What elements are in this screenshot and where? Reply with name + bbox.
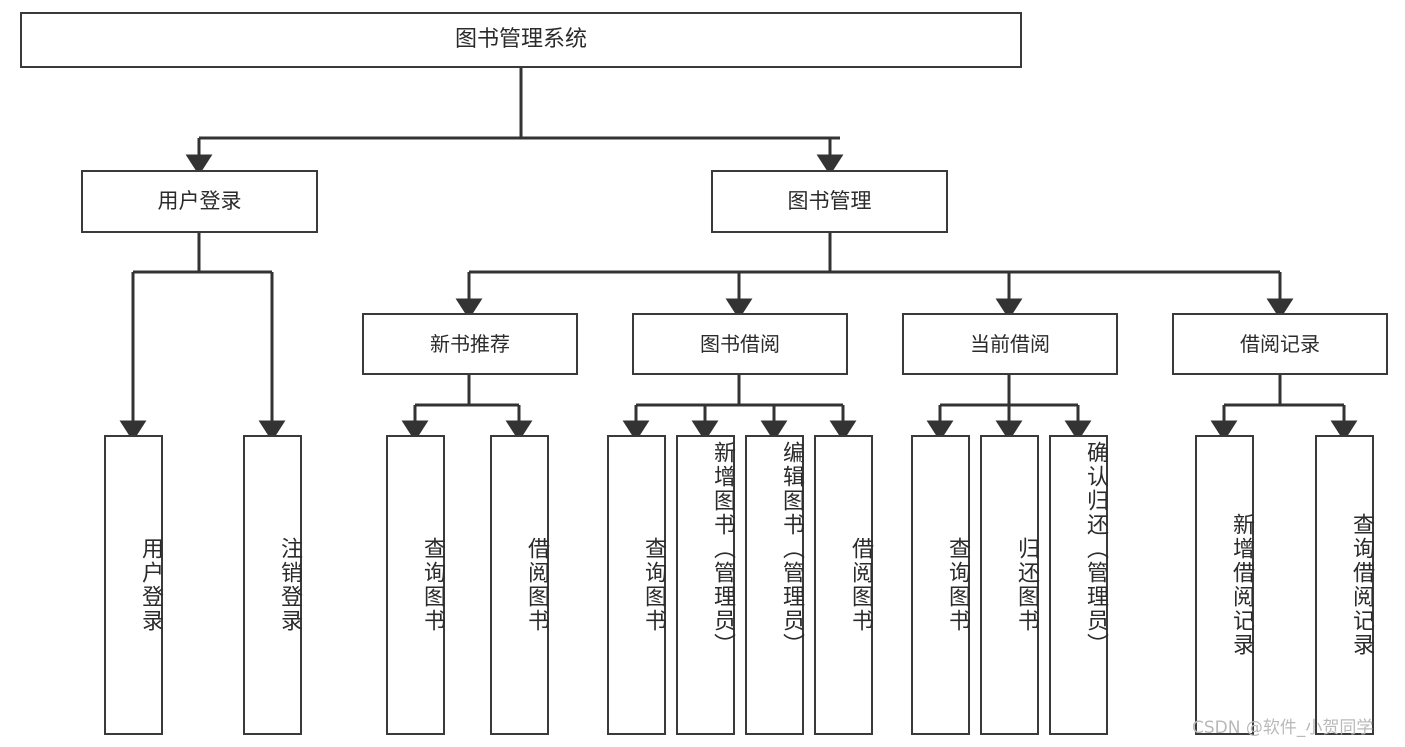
node-leaf-borrow-book-recommend-label: 借阅图书 [524, 537, 549, 633]
node-new-book-recommend-label: 新书推荐 [430, 331, 510, 356]
node-leaf-confirm-return-admin-label: 确认归还（管理员） [1083, 441, 1108, 657]
node-leaf-query-book-borrow-label: 查询图书 [641, 537, 666, 633]
node-leaf-query-book-recommend-label: 查询图书 [420, 537, 445, 633]
node-leaf-add-borrow-record-label: 新增借阅记录 [1229, 513, 1254, 657]
node-root-label: 图书管理系统 [454, 27, 587, 53]
node-leaf-user-login-label: 用户登录 [138, 537, 163, 633]
node-leaf-return-book[interactable]: 归还图书 [980, 435, 1039, 735]
node-user-login-label: 用户登录 [157, 189, 242, 214]
node-book-borrow-label: 图书借阅 [700, 331, 780, 356]
node-leaf-return-book-label: 归还图书 [1014, 537, 1039, 633]
node-leaf-query-book-borrow[interactable]: 查询图书 [607, 435, 666, 735]
node-borrow-record-label: 借阅记录 [1240, 331, 1320, 356]
node-root-book-management-system[interactable]: 图书管理系统 [20, 12, 1022, 68]
node-new-book-recommend[interactable]: 新书推荐 [362, 313, 578, 375]
node-leaf-borrow-book-label: 借阅图书 [848, 537, 873, 633]
node-leaf-logout-label: 注销登录 [277, 537, 302, 633]
node-leaf-add-book-admin-label: 新增图书（管理员） [710, 441, 735, 657]
csdn-watermark: CSDN @软件_小贺同学 [1192, 718, 1374, 738]
node-leaf-query-book-recommend[interactable]: 查询图书 [386, 435, 445, 735]
node-leaf-query-borrow-record-label: 查询借阅记录 [1349, 513, 1374, 657]
node-book-borrow[interactable]: 图书借阅 [632, 313, 848, 375]
node-leaf-logout[interactable]: 注销登录 [243, 435, 302, 735]
node-leaf-query-borrow-record[interactable]: 查询借阅记录 [1315, 435, 1374, 735]
node-leaf-user-login[interactable]: 用户登录 [104, 435, 163, 735]
node-user-login[interactable]: 用户登录 [81, 170, 318, 233]
node-leaf-edit-book-admin[interactable]: 编辑图书（管理员） [745, 435, 804, 735]
node-current-borrow-label: 当前借阅 [970, 331, 1050, 356]
node-leaf-edit-book-admin-label: 编辑图书（管理员） [779, 441, 804, 657]
node-leaf-borrow-book-recommend[interactable]: 借阅图书 [490, 435, 549, 735]
node-book-management-label: 图书管理 [787, 189, 872, 214]
node-leaf-confirm-return-admin[interactable]: 确认归还（管理员） [1049, 435, 1108, 735]
node-leaf-add-borrow-record[interactable]: 新增借阅记录 [1195, 435, 1254, 735]
node-leaf-add-book-admin[interactable]: 新增图书（管理员） [676, 435, 735, 735]
node-current-borrow[interactable]: 当前借阅 [902, 313, 1118, 375]
node-borrow-record[interactable]: 借阅记录 [1172, 313, 1388, 375]
node-leaf-borrow-book[interactable]: 借阅图书 [814, 435, 873, 735]
node-leaf-query-book-current-label: 查询图书 [945, 537, 970, 633]
node-leaf-query-book-current[interactable]: 查询图书 [911, 435, 970, 735]
node-book-management[interactable]: 图书管理 [711, 170, 948, 233]
